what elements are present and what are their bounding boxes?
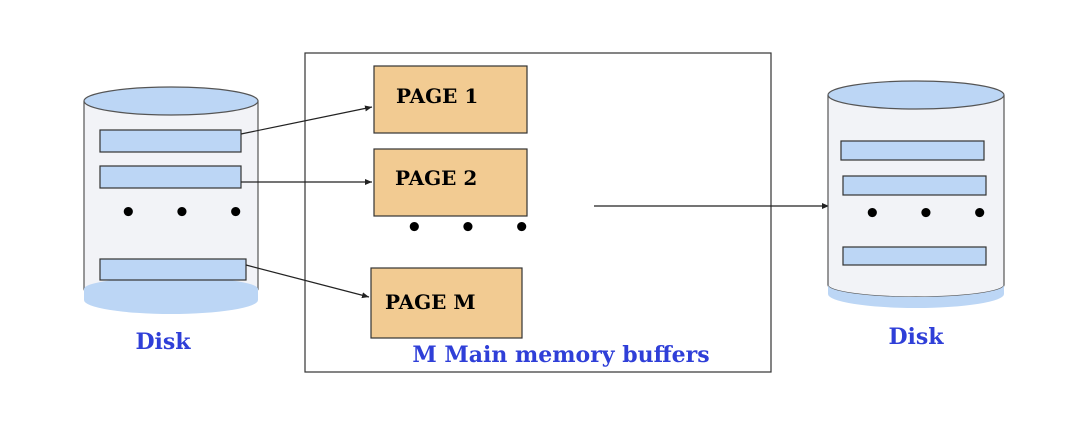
arrow-recordm-to-pagem [245, 264, 370, 299]
memory-ellipsis: • • • [406, 213, 544, 243]
main-memory: PAGE 1 PAGE 2 • • • PAGE M M Main memory… [304, 52, 772, 373]
right-disk-ellipsis: • • • [864, 199, 1002, 229]
page-1-buffer: PAGE 1 [373, 65, 528, 134]
right-disk-liquid-bottom [828, 285, 1004, 308]
right-disk-body [827, 95, 1005, 298]
left-disk-top [83, 86, 259, 116]
left-disk: • • • Disk [83, 86, 259, 355]
page-m-label: PAGE M [385, 290, 476, 314]
main-memory-frame [304, 52, 772, 373]
right-disk-record [840, 140, 985, 161]
right-disk-label: Disk [888, 324, 944, 350]
page-m-buffer: PAGE M [370, 267, 523, 339]
left-disk-record [99, 165, 242, 189]
right-disk-record [842, 175, 987, 196]
page-1-box [373, 65, 528, 134]
main-memory-caption: M Main memory buffers [412, 342, 709, 368]
page-2-buffer: PAGE 2 [373, 148, 528, 217]
page-2-label: PAGE 2 [395, 166, 477, 190]
left-disk-label: Disk [135, 329, 191, 355]
right-disk-record [842, 246, 987, 266]
left-disk-liquid-bottom [84, 289, 258, 314]
right-disk-top [827, 80, 1005, 110]
right-disk: • • • Disk [827, 80, 1005, 350]
left-disk-record [99, 258, 247, 281]
arrow-record1-to-page1 [240, 105, 373, 135]
left-disk-ellipsis: • • • [120, 198, 258, 228]
page-1-label: PAGE 1 [396, 84, 478, 108]
page-2-box [373, 148, 528, 217]
left-disk-record [99, 129, 242, 153]
page-m-box [370, 267, 523, 339]
left-disk-liquid [84, 277, 258, 303]
